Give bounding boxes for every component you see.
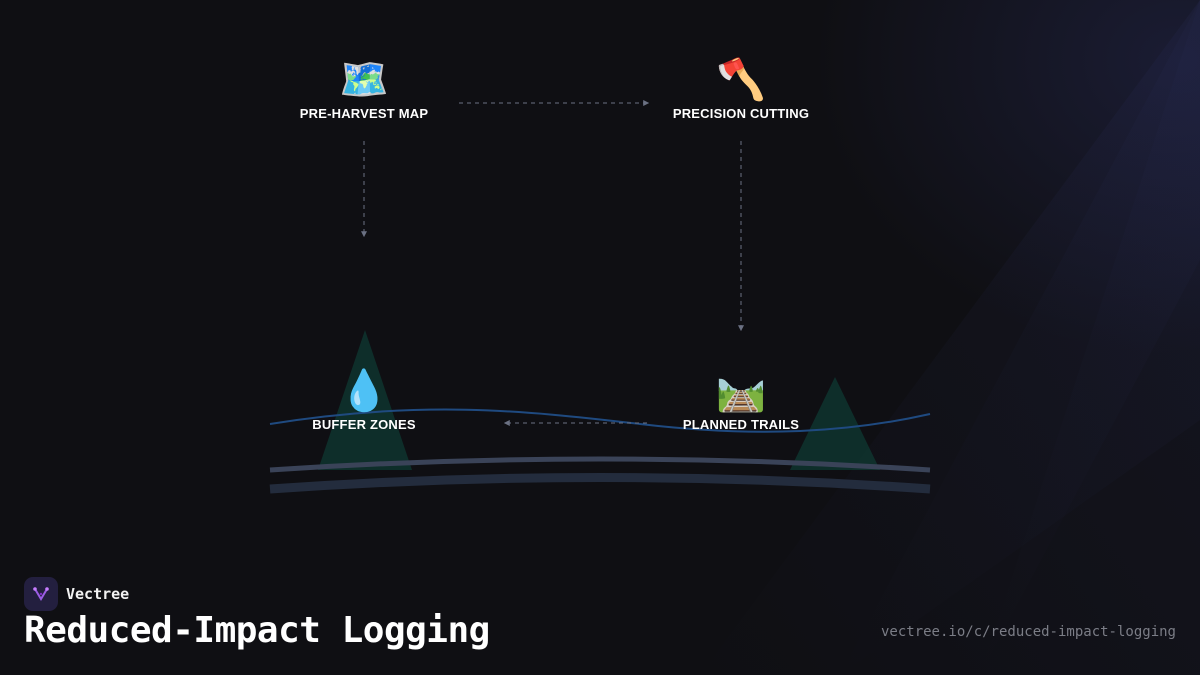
ground-arc	[269, 456, 931, 473]
brand: Vectree	[24, 577, 129, 611]
node-pre-harvest-map: 🗺️ PRE-HARVEST MAP	[254, 56, 474, 121]
tree-left	[318, 330, 412, 470]
railway-track-icon: 🛤️	[716, 368, 766, 414]
node-label: BUFFER ZONES	[312, 417, 416, 432]
node-label: PRECISION CUTTING	[672, 106, 810, 121]
droplet-icon: 💧	[339, 368, 389, 414]
node-buffer-zones: 💧 BUFFER ZONES	[254, 367, 474, 432]
ground-arc-lower	[269, 473, 931, 494]
source-url: vectree.io/c/reduced-impact-logging	[880, 624, 1176, 640]
vectree-logo-icon	[24, 577, 58, 611]
tree-right	[790, 377, 880, 470]
map-icon: 🗺️	[339, 57, 389, 103]
brand-name: Vectree	[66, 585, 130, 603]
node-label: PLANNED TRAILS	[682, 417, 800, 432]
node-label: PRE-HARVEST MAP	[299, 106, 429, 121]
node-precision-cutting: 🪓 PRECISION CUTTING	[631, 56, 851, 121]
river-line	[269, 408, 931, 433]
axe-icon: 🪓	[716, 57, 766, 103]
node-planned-trails: 🛤️ PLANNED TRAILS	[631, 367, 851, 432]
page-title: Reduced-Impact Logging	[24, 610, 490, 651]
